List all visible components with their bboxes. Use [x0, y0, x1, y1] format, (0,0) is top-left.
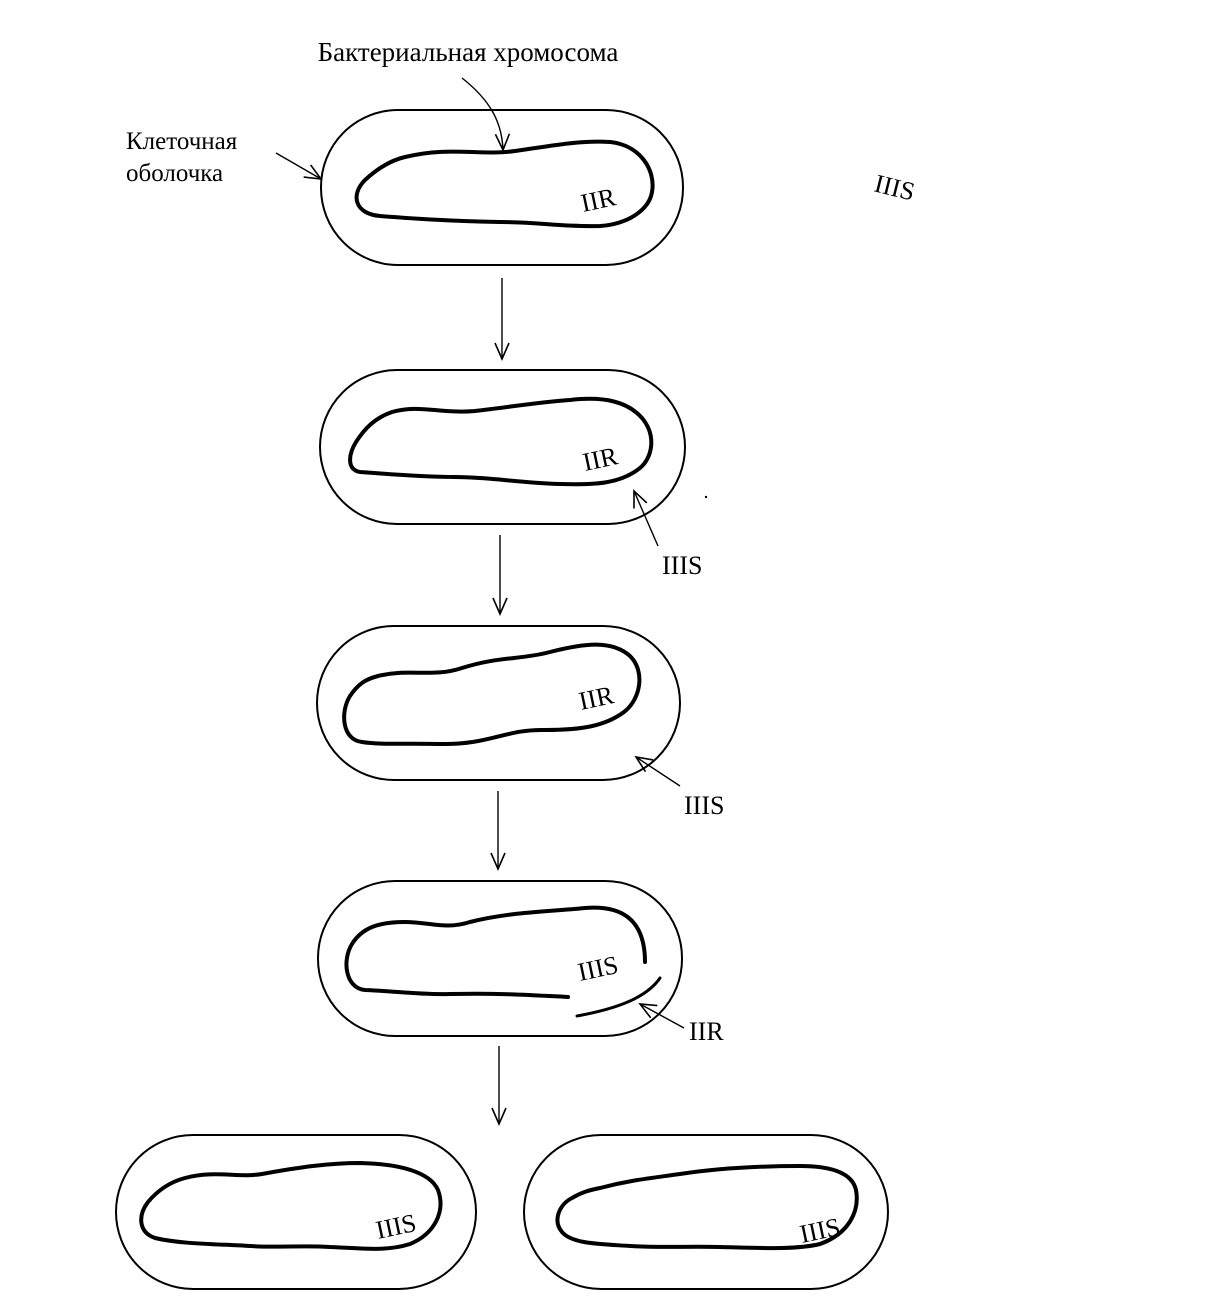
daughter-cell-right: IIIS	[523, 1134, 889, 1290]
cell-envelope	[317, 880, 683, 1037]
chromosome-gene-label: IIIS	[575, 950, 621, 987]
pointer-arrow	[633, 489, 659, 547]
chromosome-loop	[354, 139, 655, 229]
cell-stage-2: IIR IIIS	[319, 369, 702, 580]
cell-envelope	[115, 1134, 477, 1290]
chromosome-open-strand	[344, 905, 647, 999]
incoming-dna-fragment	[575, 976, 662, 1018]
chromosome-gene-label: IIIS	[797, 1212, 843, 1249]
cell-envelope	[319, 369, 686, 525]
cell-stage-4: IIIS IIR	[317, 880, 724, 1046]
chromosome-loop	[342, 642, 642, 747]
pointer-gene-label: IIIS	[662, 551, 702, 580]
cell-envelope	[316, 625, 681, 781]
chromosome-pointer-arrow	[461, 77, 511, 152]
cell-envelope	[523, 1134, 889, 1290]
envelope-pointer-arrow	[275, 152, 323, 180]
envelope-label-line1: Клеточная	[126, 128, 238, 155]
envelope-label-line2: оболочка	[126, 160, 223, 187]
pointer-gene-label: IIR	[689, 1017, 724, 1046]
chromosome-label: Бактериальная хромосома	[318, 37, 619, 67]
stray-dot	[704, 495, 708, 499]
cell-envelope	[320, 109, 684, 266]
chromosome-gene-label: IIIS	[373, 1208, 419, 1245]
cell-stage-3: IIR IIIS	[316, 625, 724, 820]
pointer-gene-label: IIIS	[684, 791, 724, 820]
pointer-arrow	[638, 1003, 685, 1029]
chromosome-loop	[139, 1161, 443, 1251]
chromosome-gene-label: IIR	[580, 441, 621, 477]
pointer-arrow	[634, 755, 681, 787]
daughter-cell-left: IIIS	[115, 1134, 477, 1290]
cell-stage-1: IIR	[320, 109, 684, 266]
chromosome-loop	[348, 396, 654, 487]
chromosome-gene-label: IIR	[576, 680, 617, 716]
free-dna-label: IIIS	[872, 169, 918, 207]
chromosome-loop	[555, 1164, 859, 1251]
chromosome-gene-label: IIR	[578, 182, 619, 218]
